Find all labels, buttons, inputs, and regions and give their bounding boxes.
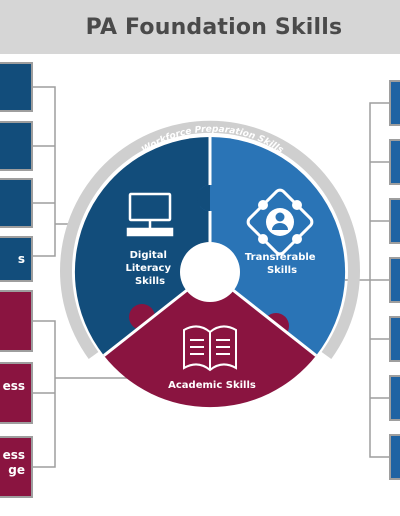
left-box-1: [0, 62, 33, 112]
page-title: PA Foundation Skills: [85, 14, 343, 40]
book-icon: [183, 325, 237, 372]
person-network-icon: [246, 188, 314, 256]
left-box-4: s: [0, 236, 33, 282]
right-box-7: [389, 434, 400, 480]
left-box-2: [0, 121, 33, 171]
title-bar: PA Foundation Skills: [0, 0, 400, 54]
right-box-1: [389, 80, 400, 126]
right-box-5: [389, 316, 400, 362]
left-box-6-text: ess: [2, 379, 25, 393]
left-box-5: [0, 290, 33, 352]
right-box-2: [389, 139, 400, 185]
left-box-4-text: s: [17, 252, 25, 266]
center-hole: [180, 242, 240, 302]
puzzle-knob-left: [129, 304, 155, 330]
digital-literacy-label: Digital Literacy Skills: [126, 250, 175, 287]
left-box-7: ess ge: [0, 436, 33, 498]
transferable-label: Transferable Skills: [245, 252, 319, 276]
segment-transferable: [210, 136, 346, 356]
left-box-7-text: ess ge: [2, 448, 25, 477]
academic-label: Academic Skills: [168, 380, 256, 391]
right-box-6: [389, 375, 400, 421]
left-box-6: ess: [0, 362, 33, 424]
left-connectors: [33, 86, 128, 468]
computer-icon: [126, 192, 174, 237]
right-box-4: [389, 257, 400, 303]
right-box-3: [389, 198, 400, 244]
segment-digital-literacy: [74, 136, 210, 356]
left-box-3: [0, 178, 33, 228]
